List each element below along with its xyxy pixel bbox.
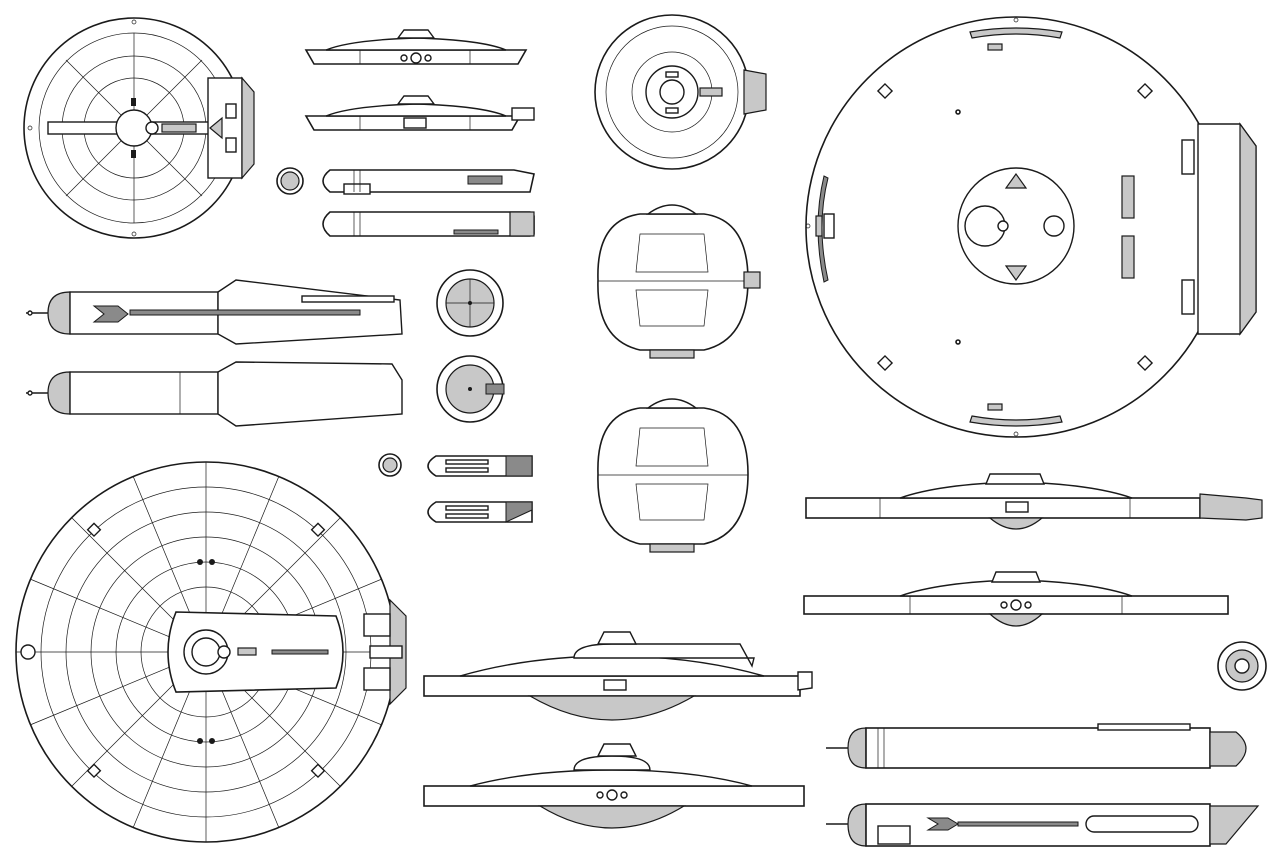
side-hull-right-upper	[805, 473, 1263, 530]
saucer-side-upper-view	[304, 29, 528, 65]
side-hull-right-lower	[803, 571, 1229, 627]
nacelle-large-upper	[26, 279, 403, 345]
saucer-side-lower-view	[304, 95, 535, 131]
nacelle-right-bottom-view	[826, 803, 1260, 847]
saucer-top-full-view	[805, 16, 1257, 438]
secondary-hull-bottom-view	[597, 398, 749, 553]
nacelle-rear-view	[436, 355, 505, 423]
secondary-hull-top-view	[597, 204, 761, 359]
engine-front-small-view	[378, 453, 402, 477]
nacelle-large-lower	[26, 361, 403, 427]
nacelle-side-small-lower	[322, 211, 535, 237]
primary-hull-top-view	[594, 14, 767, 170]
nacelle-front-view	[436, 269, 504, 337]
nacelle-right-top-view	[826, 723, 1247, 769]
saucer-top-large-view	[15, 461, 407, 843]
saucer-top-small-view	[23, 17, 255, 239]
sensor-dome-small	[276, 167, 304, 195]
side-view-large-lower	[423, 743, 805, 829]
nacelle-side-small-upper	[322, 169, 535, 195]
engine-side-small-lower	[427, 501, 533, 523]
deflector-right-view	[1217, 641, 1267, 691]
engine-side-small-upper	[427, 455, 533, 477]
side-view-large-upper	[423, 631, 813, 721]
